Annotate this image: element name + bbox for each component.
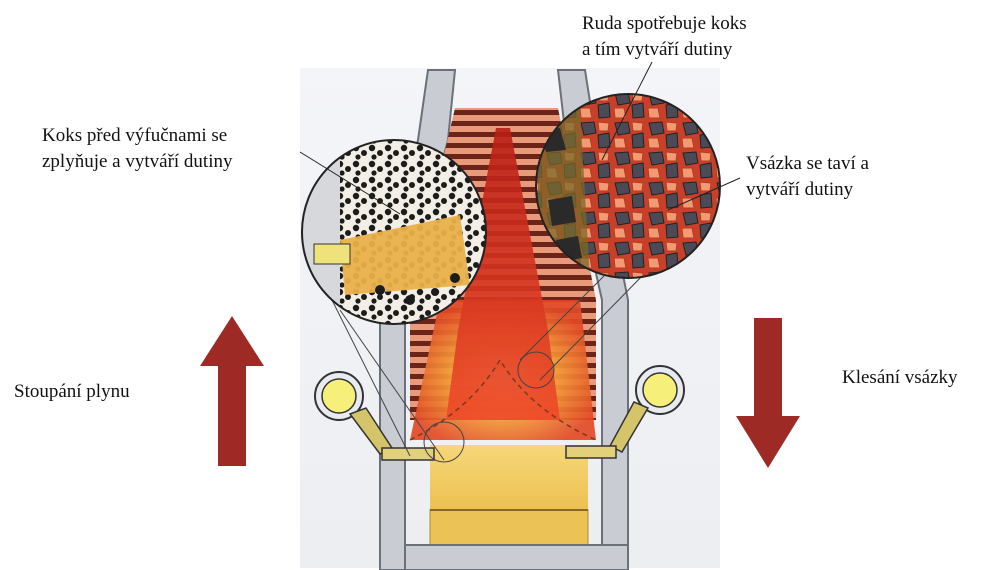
label-gas-rise: Stoupání plynu xyxy=(14,380,130,404)
charge-descent-arrow xyxy=(736,318,800,468)
label-charge-melt-line2: vytváří dutiny xyxy=(746,178,853,202)
label-charge-melt-line1: Vsázka se taví a xyxy=(746,152,869,176)
label-ore-line1: Ruda spotřebuje koks xyxy=(582,12,747,36)
gas-rise-arrow xyxy=(200,316,264,466)
label-charge-descent: Klesání vsázky xyxy=(842,366,958,390)
label-coke-line2: zplyňuje a vytváří dutiny xyxy=(42,150,232,174)
furnace-bottom xyxy=(405,545,628,570)
ore-detail-circle xyxy=(536,94,720,280)
label-ore-line2: a tím vytváří dutiny xyxy=(582,38,732,62)
label-coke-line1: Koks před výfučnami se xyxy=(42,124,227,148)
hot-metal-pool xyxy=(430,510,588,545)
